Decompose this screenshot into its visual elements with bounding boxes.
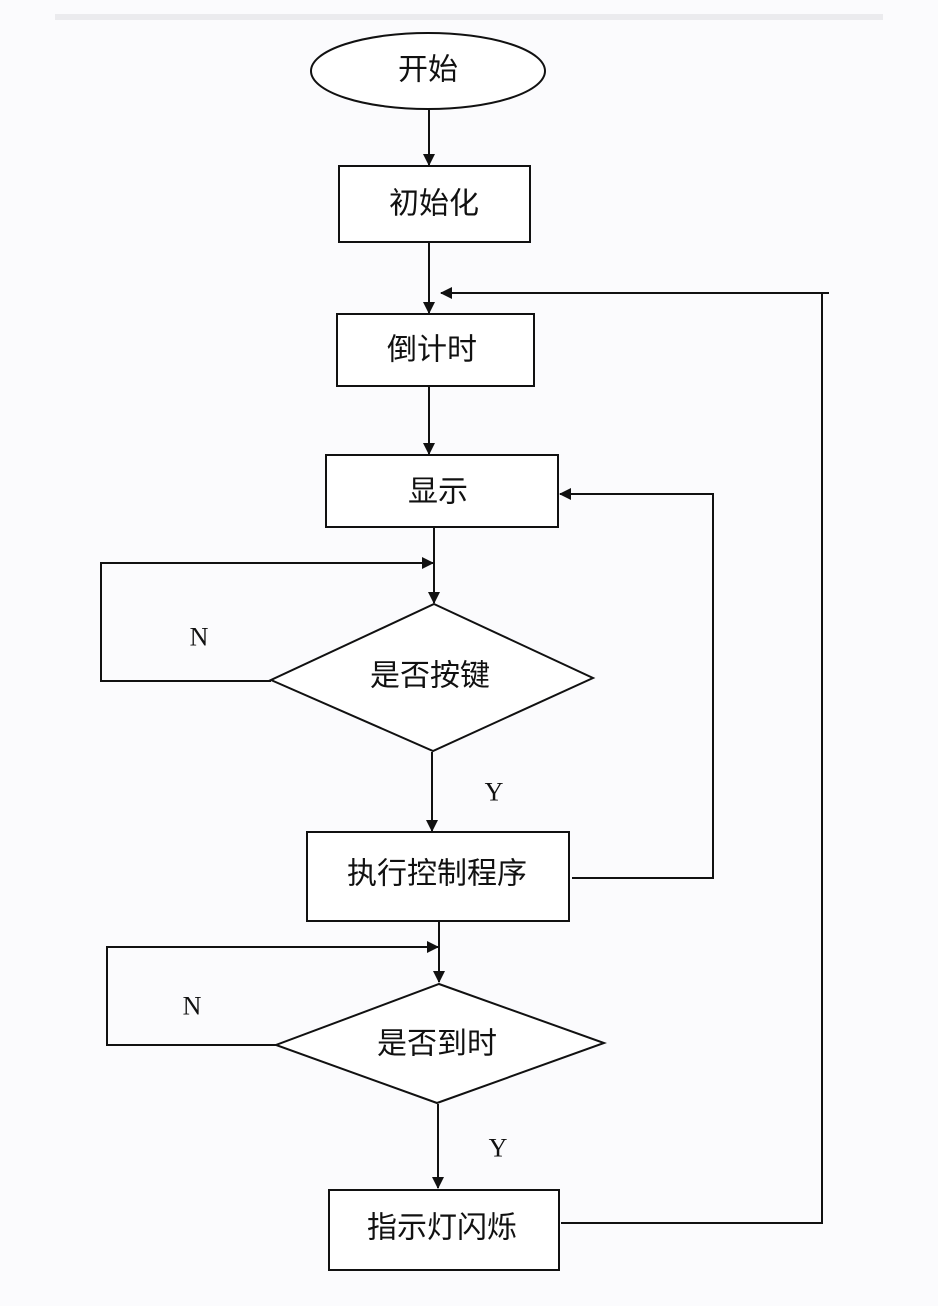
time-no-label: N [183,992,202,1021]
node-countdown: 倒计时 [336,313,535,387]
node-display-label: 显示 [408,475,468,510]
node-exec-control: 执行控制程序 [306,831,570,922]
node-start-label: 开始 [398,53,458,88]
key-yes-label: Y [485,778,504,807]
node-init: 初始化 [338,165,531,243]
node-countdown-label: 倒计时 [387,333,477,368]
node-key-pressed: 是否按键 [268,602,596,753]
top-divider [55,14,883,20]
node-led-blink: 指示灯闪烁 [328,1189,560,1271]
node-time-up-label: 是否到时 [377,1027,497,1062]
node-key-pressed-label: 是否按键 [370,659,490,694]
edge-time-no-loop [106,941,439,1046]
edge-key-no-loop [100,557,434,682]
node-init-label: 初始化 [389,187,479,222]
node-start: 开始 [310,32,546,110]
time-yes-label: Y [489,1134,508,1163]
node-exec-control-label: 执行控制程序 [347,857,527,892]
node-led-blink-label: 指示灯闪烁 [367,1211,517,1246]
node-display: 显示 [325,454,559,528]
edge-led-countdown [440,287,823,1224]
edge-exec-display [559,488,714,879]
key-no-label: N [190,623,209,652]
node-time-up: 是否到时 [273,982,607,1105]
